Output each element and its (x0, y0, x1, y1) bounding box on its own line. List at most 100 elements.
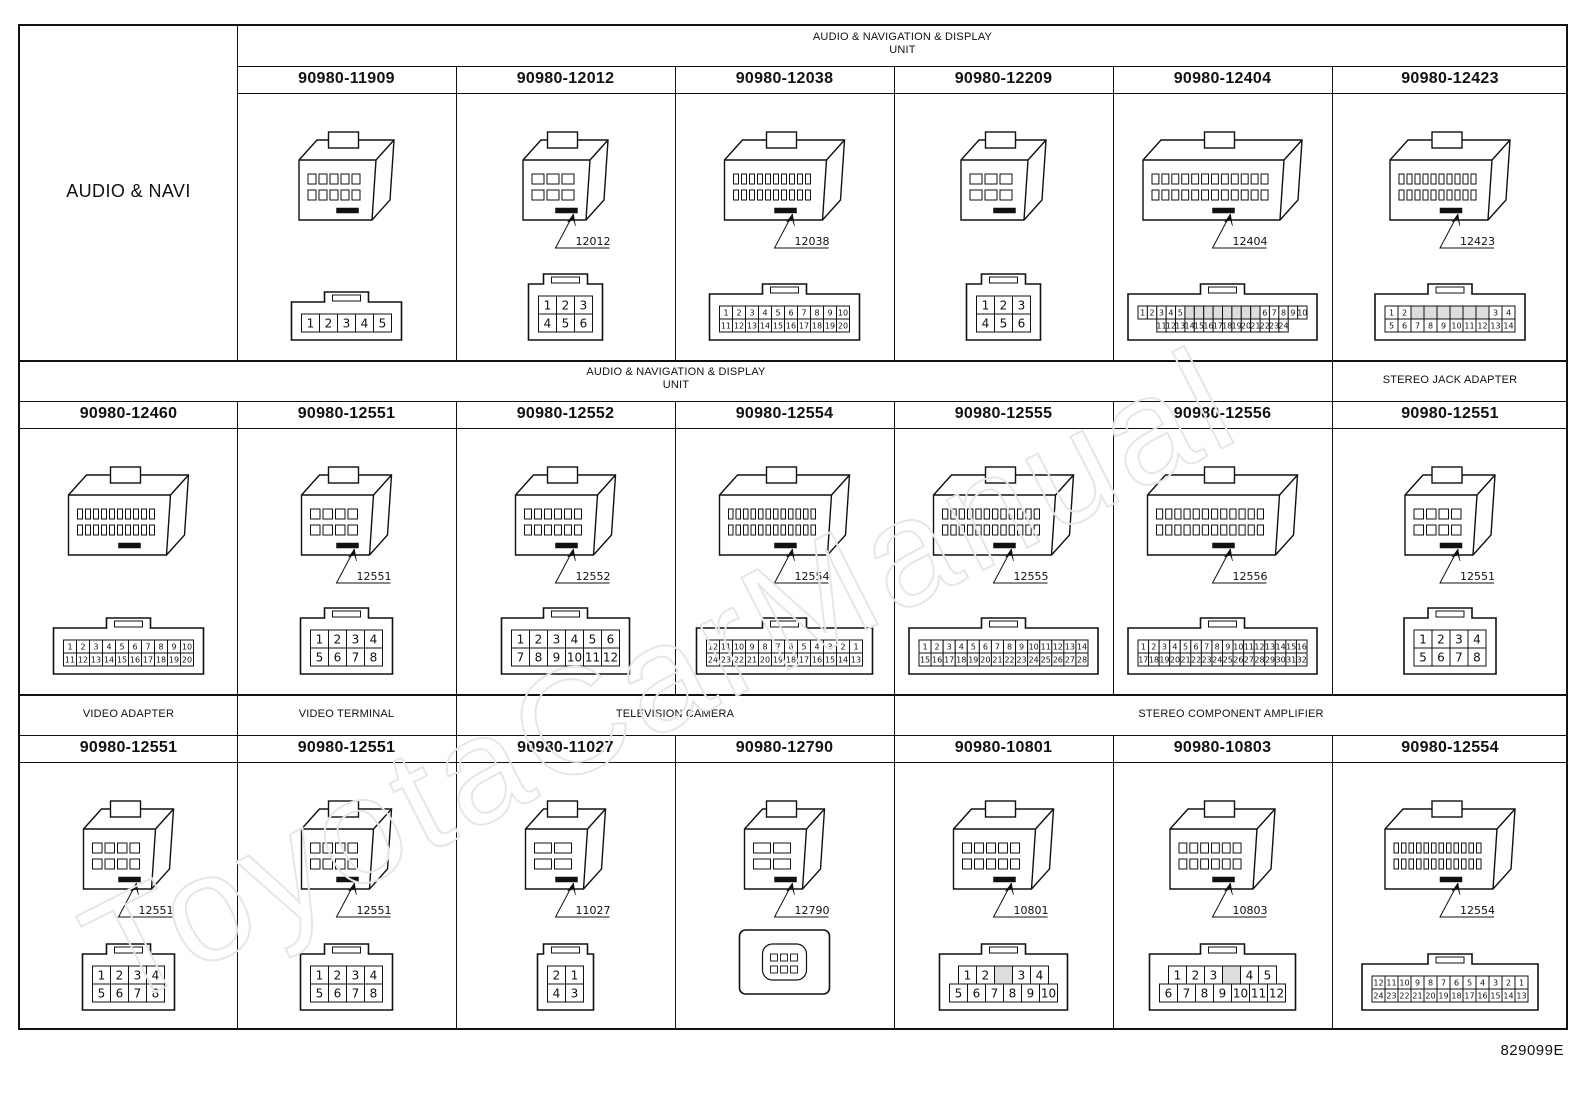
pin-number: 7 (991, 986, 999, 1000)
part-number: 90980-10803 (1173, 739, 1272, 756)
pin-number: 5 (971, 642, 976, 651)
pin-number: 7 (517, 650, 525, 664)
pin-number: 4 (982, 316, 990, 330)
pin-number: 12 (1053, 642, 1063, 651)
part-number: 90980-12460 (79, 405, 178, 422)
pin-cavity (364, 647, 383, 667)
divider (237, 93, 1568, 94)
pin-number: 3 (571, 986, 579, 1000)
pin-number: 22 (734, 655, 744, 664)
pin-number: 4 (571, 632, 579, 646)
pin-number: 4 (370, 968, 378, 982)
pin-number: 3 (580, 298, 588, 312)
pin-number: 28 (1077, 655, 1087, 664)
pin-number: 13 (1516, 991, 1526, 1000)
pin-number: 5 (955, 986, 963, 1000)
pin-number: 2 (1151, 642, 1156, 651)
pin-number: 7 (352, 986, 360, 1000)
pin-cavity (994, 965, 1013, 985)
pin-number: 6 (788, 308, 793, 317)
pin-number: 9 (1441, 321, 1446, 330)
pin-number: 10 (1297, 308, 1307, 317)
pin-number: 27 (1244, 655, 1254, 664)
pin-cavity (1475, 305, 1490, 320)
pin-number: 4 (361, 316, 369, 330)
pin-number: 11 (1386, 978, 1396, 987)
pin-number: 20 (1241, 321, 1251, 330)
pin-number: 3 (947, 642, 952, 651)
pin-number: 6 (1454, 978, 1459, 987)
group-header-audio-nav-unit: AUDIO & NAVIGATION & DISPLAY UNIT (237, 31, 1568, 57)
pin-number: 18 (1149, 655, 1159, 664)
pin-number: 13 (1065, 642, 1075, 651)
pin-number: 7 (1183, 986, 1191, 1000)
divider (237, 694, 238, 1030)
connector-sheet: AUDIO & NAVI AUDIO & NAVIGATION & DISPLA… (18, 24, 1568, 1030)
pin-number: 19 (1231, 321, 1241, 330)
pin-number: 8 (1281, 308, 1286, 317)
pin-number: 8 (152, 986, 160, 1000)
pin-number: 6 (1194, 642, 1199, 651)
pin-number: 18 (1451, 991, 1461, 1000)
callout-number: 12551 (139, 904, 174, 917)
callout-number: 12554 (1460, 904, 1495, 917)
part-number: 90980-10801 (954, 739, 1053, 756)
connector-drawing: 12790 (738, 800, 831, 995)
pin-number: 7 (1455, 650, 1463, 664)
pin-number: 4 (1473, 632, 1481, 646)
pin-number: 20 (1425, 991, 1435, 1000)
pin-number: 5 (1178, 308, 1183, 317)
divider (20, 762, 1568, 763)
part-number: 90980-12551 (297, 405, 396, 422)
part-number: 90980-12555 (954, 405, 1053, 422)
pin-number: 18 (956, 655, 966, 664)
pin-number: 4 (544, 316, 552, 330)
pin-number: 12 (603, 650, 618, 664)
divider (456, 66, 457, 360)
pin-number: 16 (1203, 321, 1213, 330)
pin-number: 5 (98, 986, 106, 1000)
pin-number: 23 (721, 655, 731, 664)
pin-number: 4 (814, 642, 819, 651)
pin-number: 22 (1004, 655, 1014, 664)
pin-number: 9 (1219, 986, 1227, 1000)
pin-number: 9 (1027, 986, 1035, 1000)
group-header-line2: UNIT (662, 379, 690, 391)
pin-cavity (1193, 305, 1205, 320)
pin-number: 8 (762, 642, 767, 651)
callout-number: 12790 (795, 904, 830, 917)
divider (894, 694, 895, 1030)
pin-number: 6 (1402, 321, 1407, 330)
pin-number: 20 (1170, 655, 1180, 664)
pin-number: 8 (1473, 650, 1481, 664)
pin-number: 1 (922, 642, 927, 651)
pin-number: 2 (1437, 632, 1445, 646)
pin-number: 23 (1017, 655, 1027, 664)
pin-cavity (1501, 318, 1516, 333)
pin-number: 17 (1464, 991, 1474, 1000)
pin-number: 14 (1503, 321, 1513, 330)
callout-number: 12423 (1460, 235, 1495, 248)
pin-number: 1 (67, 642, 72, 651)
pin-number: 9 (553, 650, 561, 664)
pin-cavity (1410, 305, 1425, 320)
pin-number: 15 (773, 321, 783, 330)
pin-number: 1 (316, 632, 324, 646)
pin-number: 18 (812, 321, 822, 330)
part-number: 90980-11909 (298, 70, 395, 87)
pin-number: 2 (1000, 298, 1008, 312)
pin-number: 19 (773, 655, 783, 664)
pin-cavity (1449, 305, 1464, 320)
part-number: 90980-12551 (297, 739, 396, 756)
divider (1113, 401, 1114, 694)
pin-number: 13 (1175, 321, 1185, 330)
pin-number: 3 (1159, 308, 1164, 317)
pin-number: 11 (1244, 642, 1254, 651)
pin-number: 22 (1191, 655, 1201, 664)
pin-number: 23 (1202, 655, 1212, 664)
